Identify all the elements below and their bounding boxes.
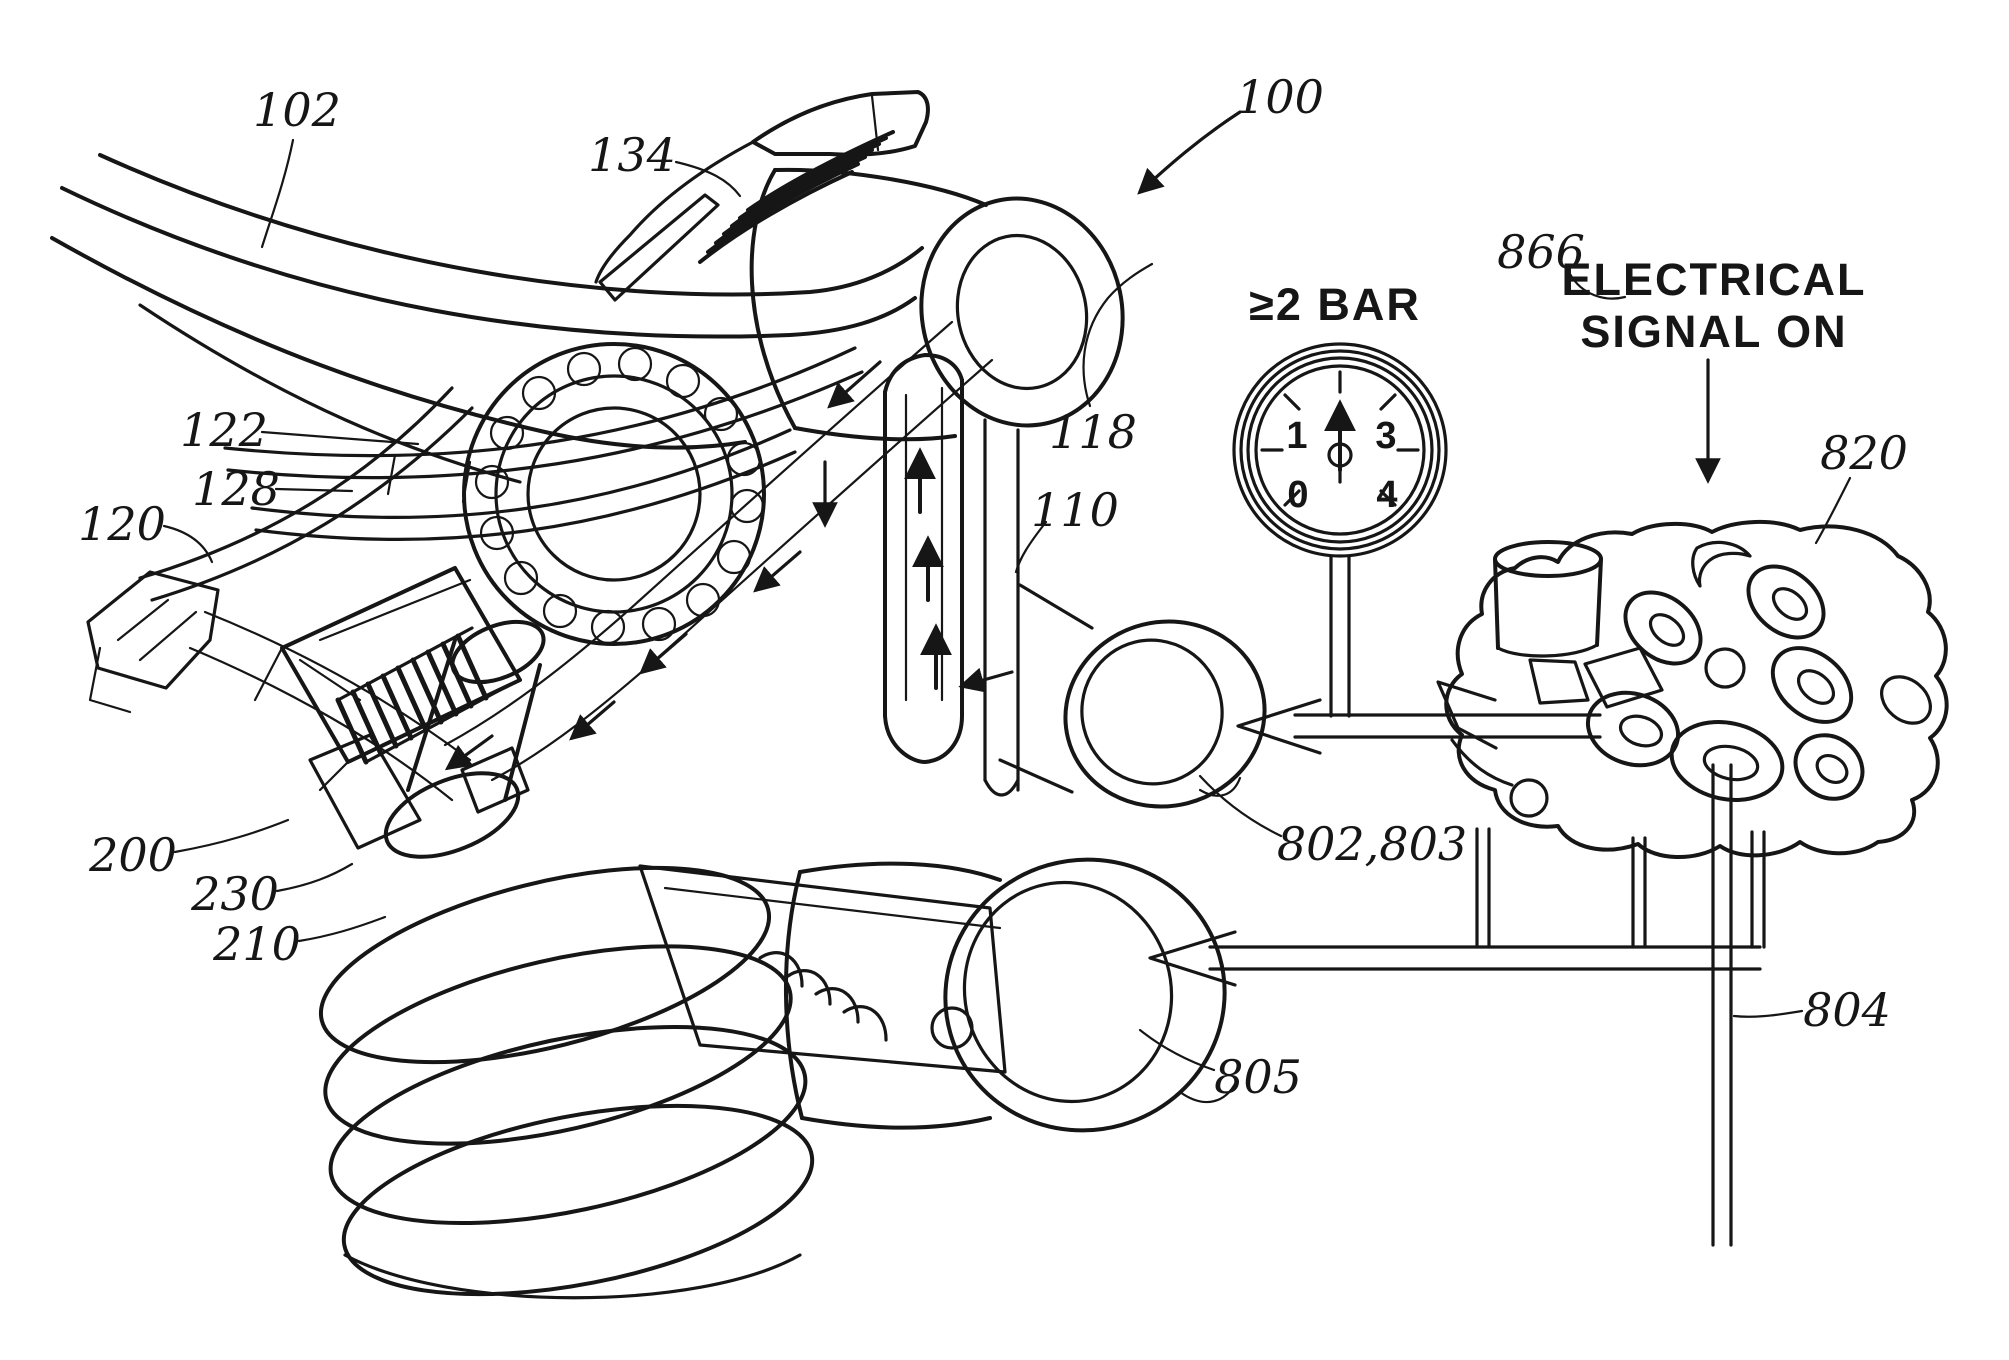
- ref-label-230: 230: [190, 867, 279, 921]
- valve-ports: [1509, 540, 1932, 818]
- gauge-needle-icon: [1324, 399, 1356, 484]
- roller-bearing: [462, 342, 766, 646]
- ref-label-118: 118: [1049, 405, 1137, 459]
- ref-label-100: 100: [1236, 70, 1324, 124]
- ref-label-128: 128: [192, 462, 280, 516]
- lamination-stack: [698, 130, 895, 264]
- gauge-stem: [1329, 555, 1351, 718]
- bearing-balls: [474, 346, 765, 645]
- leader-lines: [162, 110, 1852, 1072]
- oil-channel: [443, 320, 1014, 782]
- pipe-arrowhead-icon: [1236, 698, 1322, 755]
- supply-line-to-802-803: [1236, 698, 1602, 755]
- dial-number-1: 1: [1286, 415, 1307, 457]
- pressure-gauge: 1 3 0 4 ≥2 BAR: [1232, 279, 1448, 718]
- ref-label-802-803: 802,803: [1277, 817, 1467, 871]
- ref-label-122: 122: [180, 403, 268, 457]
- outlet-tube-802-803: [998, 583, 1267, 809]
- ref-label-134: 134: [588, 128, 676, 182]
- ref-label-804: 804: [1803, 983, 1891, 1037]
- roller-follower-cylinder: [749, 167, 1125, 442]
- ref-label-102: 102: [253, 83, 341, 137]
- gauge-dial-numbers: 1 3 0 4: [1286, 415, 1397, 516]
- guide-arc: [138, 386, 474, 602]
- reference-labels: 102 134 100 118 110 122 128 120 200 230 …: [78, 70, 1908, 1104]
- valve-top-cylinder: [1493, 540, 1664, 709]
- valve-coil-spring: [318, 865, 815, 1300]
- flow-arrow-icons: [444, 360, 1014, 771]
- supply-line-to-805: [1148, 930, 1762, 987]
- ref-label-820: 820: [1820, 426, 1908, 480]
- ref-label-200: 200: [88, 828, 177, 882]
- assembly-pointer-arrow-icon: [1137, 110, 1242, 195]
- ref-label-866: 866: [1497, 225, 1585, 279]
- electrical-note-line2: SIGNAL ON: [1580, 306, 1847, 357]
- ref-label-120: 120: [78, 497, 166, 551]
- adjuster-coil-spring: [335, 626, 502, 765]
- electrical-annotation: ELECTRICAL SIGNAL ON: [1562, 254, 1867, 357]
- pivot-post: [383, 619, 546, 859]
- solenoid-valve-block: [1436, 520, 1949, 949]
- guide-bracket: [86, 570, 472, 802]
- dial-number-3: 3: [1375, 415, 1396, 457]
- electrical-note-line1: ELECTRICAL: [1562, 254, 1867, 305]
- gauge-ticks: [1260, 370, 1420, 507]
- hydraulic-lines: [1148, 698, 1762, 1247]
- ref-label-805: 805: [1214, 1050, 1302, 1104]
- ref-label-110: 110: [1031, 483, 1119, 537]
- machine-assembly: [50, 90, 1267, 1300]
- valve-legs: [1475, 827, 1766, 949]
- lash-adjuster: [253, 566, 522, 850]
- ref-label-210: 210: [212, 917, 301, 971]
- line-804-vertical: [1711, 763, 1733, 1247]
- gauge-reading-label: ≥2 BAR: [1249, 279, 1421, 330]
- pipe-arrowhead-icon: [1148, 930, 1237, 987]
- outlet-tube-805: [784, 857, 1238, 1133]
- up-flow-arrow-icons: [904, 447, 952, 690]
- dial-number-4: 4: [1376, 474, 1397, 516]
- dial-number-0: 0: [1287, 474, 1308, 516]
